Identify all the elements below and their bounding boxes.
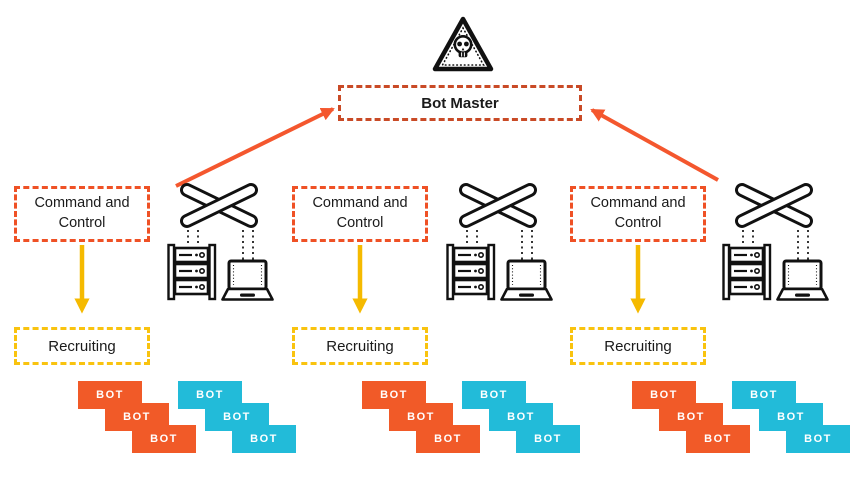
recruiting-box-2: Recruiting [292, 327, 428, 365]
command-control-label: Command and Control [312, 195, 408, 231]
command-control-box-3: Command and Control [570, 186, 706, 242]
skull-icon [453, 34, 473, 58]
bot-node: BOT [686, 425, 750, 453]
bot-master-label: Bot Master [421, 94, 499, 112]
recruiting-box-1: Recruiting [14, 327, 150, 365]
recruiting-label: Recruiting [326, 337, 394, 355]
skull-warning-triangle-icon [432, 16, 494, 72]
bot-node: BOT [786, 425, 850, 453]
bot-stack-2: BOT BOT BOT BOT BOT BOT [362, 381, 584, 455]
network-cluster-2 [446, 181, 556, 305]
arrow-right-switch-to-botmaster [590, 108, 719, 182]
command-control-label: Command and Control [590, 195, 686, 231]
command-control-box-2: Command and Control [292, 186, 428, 242]
bot-node: BOT [416, 425, 480, 453]
bot-stack-1: BOT BOT BOT BOT BOT BOT [78, 381, 300, 455]
command-control-label: Command and Control [34, 195, 130, 231]
bot-node: BOT [132, 425, 196, 453]
network-cluster-1 [167, 181, 277, 305]
bot-master-box: Bot Master [338, 85, 582, 121]
bot-node: BOT [516, 425, 580, 453]
arrow-left-switch-to-botmaster [175, 107, 335, 188]
network-cluster-3 [722, 181, 832, 305]
bot-stack-3: BOT BOT BOT BOT BOT BOT [632, 381, 854, 455]
recruiting-box-3: Recruiting [570, 327, 706, 365]
bot-node: BOT [232, 425, 296, 453]
recruiting-label: Recruiting [604, 337, 672, 355]
recruiting-label: Recruiting [48, 337, 116, 355]
command-control-box-1: Command and Control [14, 186, 150, 242]
